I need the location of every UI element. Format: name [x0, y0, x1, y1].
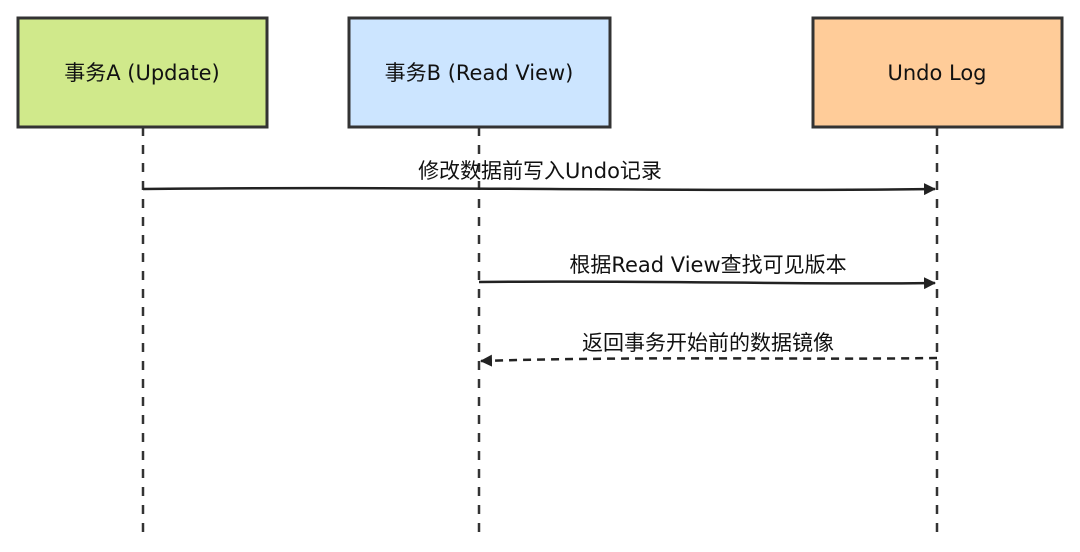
message-label: 根据Read View查找可见版本 [569, 253, 846, 277]
participant-label: Undo Log [887, 61, 986, 85]
message-write-undo: 修改数据前写入Undo记录 [142, 159, 936, 196]
message-label: 返回事务开始前的数据镜像 [582, 331, 834, 355]
participant-label: 事务B (Read View) [385, 61, 574, 85]
participant-transaction-a: 事务A (Update) [16, 16, 269, 129]
lifelines [141, 127, 939, 540]
participant-label: 事务A (Update) [64, 61, 219, 85]
message-arrow [142, 183, 936, 196]
message-find-visible-version: 根据Read View查找可见版本 [478, 253, 936, 290]
message-arrow-dashed [480, 354, 938, 367]
message-label: 修改数据前写入Undo记录 [418, 159, 662, 183]
message-return-snapshot: 返回事务开始前的数据镜像 [480, 331, 938, 367]
message-arrow [478, 277, 936, 290]
participant-transaction-b: 事务B (Read View) [347, 16, 612, 129]
participant-undo-log: Undo Log [811, 16, 1064, 129]
